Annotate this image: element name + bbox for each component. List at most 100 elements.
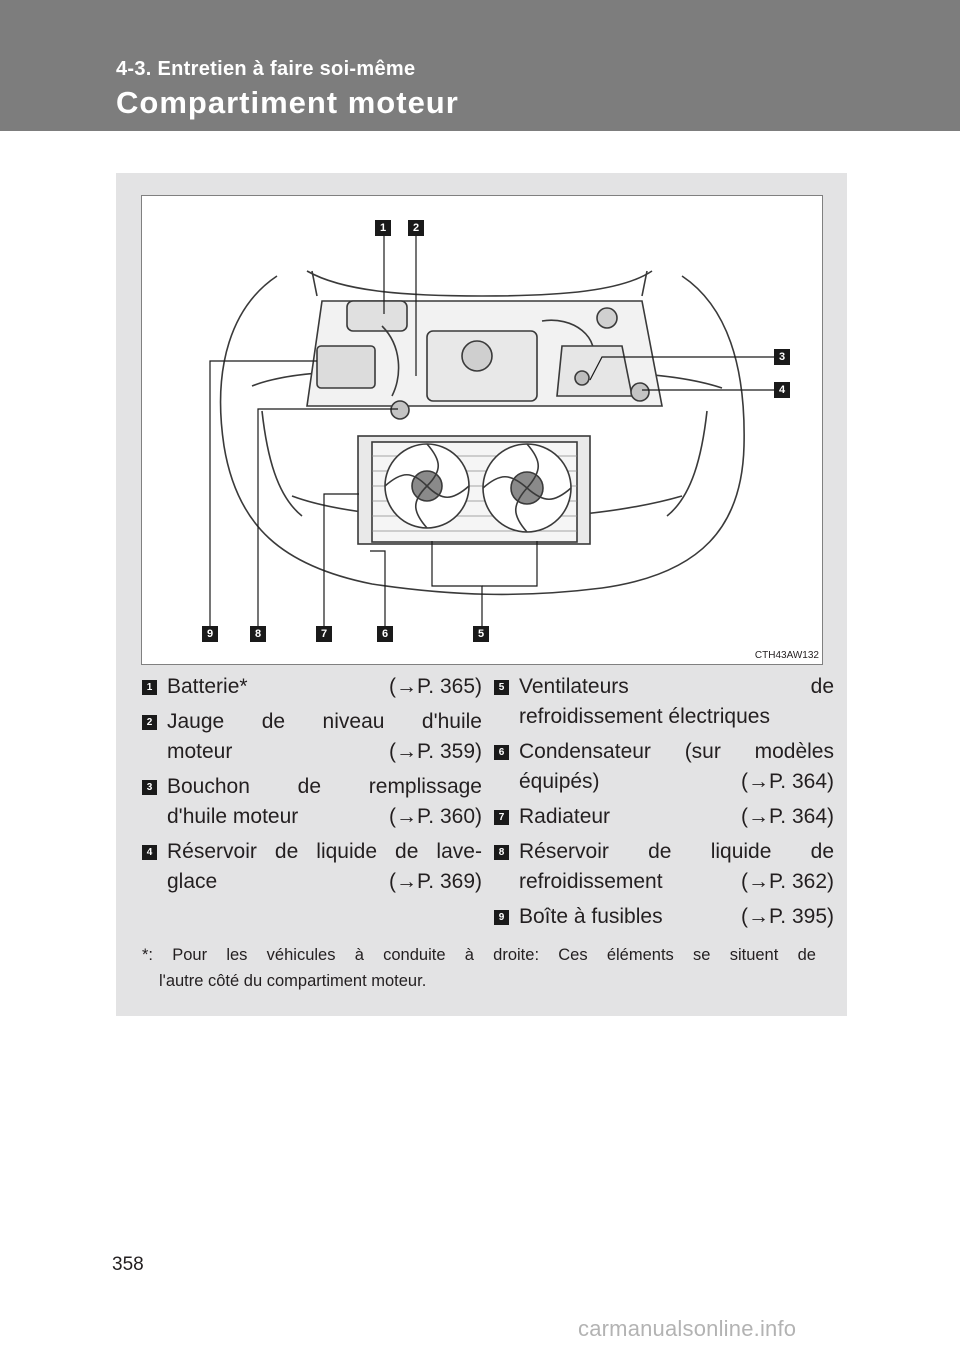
legend-number-7: 7	[494, 810, 509, 825]
engine-compartment-figure: 1 2 3 4 5 6 7 8 9 CTH43AW132	[141, 195, 823, 665]
legend-page-ref: (→P. 362)	[741, 870, 834, 893]
callout-1: 1	[375, 220, 391, 236]
legend-word: de	[297, 775, 322, 798]
legend-number-4: 4	[142, 845, 157, 860]
legend-number-6: 6	[494, 745, 509, 760]
legend-number-1: 1	[142, 680, 157, 695]
legend-number-9: 9	[494, 910, 509, 925]
legend-line: refroidissement (→P. 362)	[519, 867, 834, 897]
footnote-word: *:	[142, 946, 154, 964]
legend-item-3: 3 Bouchon de remplissage d'huile moteur (→P. …	[142, 772, 482, 832]
footnote-word: droite:	[493, 946, 540, 964]
legend-word: niveau	[322, 710, 385, 733]
callout-4: 4	[774, 382, 790, 398]
legend-word: Jauge	[167, 710, 225, 733]
legend-page-ref: (→P. 360)	[389, 805, 482, 828]
callout-7: 7	[316, 626, 332, 642]
callout-6: 6	[377, 626, 393, 642]
legend-page-ref: de	[810, 675, 834, 698]
section-heading: 4-3. Entretien à faire soi-même	[116, 58, 416, 80]
footnote-word: les	[226, 946, 248, 964]
legend-word: (sur	[684, 740, 721, 763]
legend-word: de	[274, 840, 299, 863]
footnote-word: Pour	[172, 946, 208, 964]
legend-line: Bouchon de remplissage	[167, 772, 482, 802]
footnote-word: de	[797, 946, 816, 964]
footnote-word: à	[354, 946, 364, 964]
callout-8: 8	[250, 626, 266, 642]
legend-text: Boîte à fusibles	[519, 905, 663, 928]
legend-text: d'huile moteur	[167, 805, 299, 828]
legend-number-3: 3	[142, 780, 157, 795]
legend-line: équipés) (→P. 364)	[519, 767, 834, 797]
footnote-word: Ces	[558, 946, 588, 964]
legend-number-8: 8	[494, 845, 509, 860]
footnote-word: conduite	[383, 946, 446, 964]
legend-text: Ventilateurs	[519, 675, 629, 698]
legend-item-6: 6 Condensateur (sur modèles équipés) (→P. 364…	[494, 737, 834, 797]
legend-item-7: 7 Radiateur (→P. 364)	[494, 802, 834, 832]
legend-item-1: 1 Batterie* (→P. 365)	[142, 672, 482, 702]
legend-line: Réservoir de liquide de lave-	[167, 837, 482, 867]
legend-line: Condensateur (sur modèles	[519, 737, 834, 767]
legend-word: Condensateur	[519, 740, 651, 763]
legend-word: de	[395, 840, 419, 863]
legend-line: glace (→P. 369)	[167, 867, 482, 897]
legend-left: 1 Batterie* (→P. 365) 2 Jauge de niveau d'huile…	[142, 672, 482, 902]
legend-word: remplissage	[368, 775, 482, 798]
legend-line: Jauge de niveau d'huile	[167, 707, 482, 737]
page-header: 4-3. Entretien à faire soi-même Comparti…	[0, 0, 960, 131]
legend-item-5: 5 Ventilateurs de refroidissement électriqu…	[494, 672, 834, 732]
legend-word: lave-	[436, 840, 482, 863]
legend-word: Réservoir	[519, 840, 609, 863]
legend-line: moteur (→P. 359)	[167, 737, 482, 767]
legend-page-ref: (→P. 369)	[389, 870, 482, 893]
legend-word: de	[261, 710, 286, 733]
watermark: carmanualsonline.info	[578, 1316, 797, 1341]
legend-word: Bouchon	[167, 775, 250, 798]
legend-text: Radiateur	[519, 805, 611, 828]
callout-3: 3	[774, 349, 790, 365]
legend-word: liquide	[710, 840, 772, 863]
legend-line: Radiateur (→P. 364)	[519, 802, 834, 832]
legend-text: refroidissement électriques	[519, 705, 770, 728]
legend-number-2: 2	[142, 715, 157, 730]
legend-text: équipés)	[519, 770, 600, 793]
footnote-line-2: l'autre côté du compartiment moteur.	[159, 972, 427, 990]
footnote-word: se	[693, 946, 711, 964]
legend-page-ref: (→P. 359)	[389, 740, 482, 763]
legend-line: refroidissement électriques	[519, 702, 834, 732]
footnote-word: véhicules	[266, 946, 336, 964]
legend-page-ref: (→P. 395)	[741, 905, 834, 928]
legend-text: moteur	[167, 740, 233, 763]
legend-word: de	[810, 840, 834, 863]
legend-word: liquide	[316, 840, 377, 863]
legend-item-4: 4 Réservoir de liquide de lave-glace (→P. 369)	[142, 837, 482, 897]
engine-illustration	[209, 236, 774, 626]
legend-word: modèles	[754, 740, 834, 763]
legend-word: Réservoir	[167, 840, 257, 863]
legend-page-ref: (→P. 364)	[741, 770, 834, 793]
footnote-word: situent	[729, 946, 779, 964]
legend-number-5: 5	[494, 680, 509, 695]
page-title: Compartiment moteur	[116, 85, 459, 120]
legend-word: d'huile	[421, 710, 482, 733]
footnote-word: à	[464, 946, 474, 964]
callout-2: 2	[408, 220, 424, 236]
page-number: 358	[112, 1254, 144, 1275]
legend-text: glace	[167, 870, 218, 893]
legend-item-2: 2 Jauge de niveau d'huile moteur (→P. 359)	[142, 707, 482, 767]
legend-page-ref: (→P. 365)	[389, 675, 482, 698]
legend-text: refroidissement	[519, 870, 663, 893]
legend-line: d'huile moteur (→P. 360)	[167, 802, 482, 832]
legend-text: Batterie*	[167, 675, 248, 698]
footnote-word: éléments	[606, 946, 674, 964]
legend-item-9: 9 Boîte à fusibles (→P. 395)	[494, 902, 834, 932]
legend-line: Boîte à fusibles (→P. 395)	[519, 902, 834, 932]
figure-code: CTH43AW132	[754, 650, 819, 661]
legend-page-ref: (→P. 364)	[741, 805, 834, 828]
